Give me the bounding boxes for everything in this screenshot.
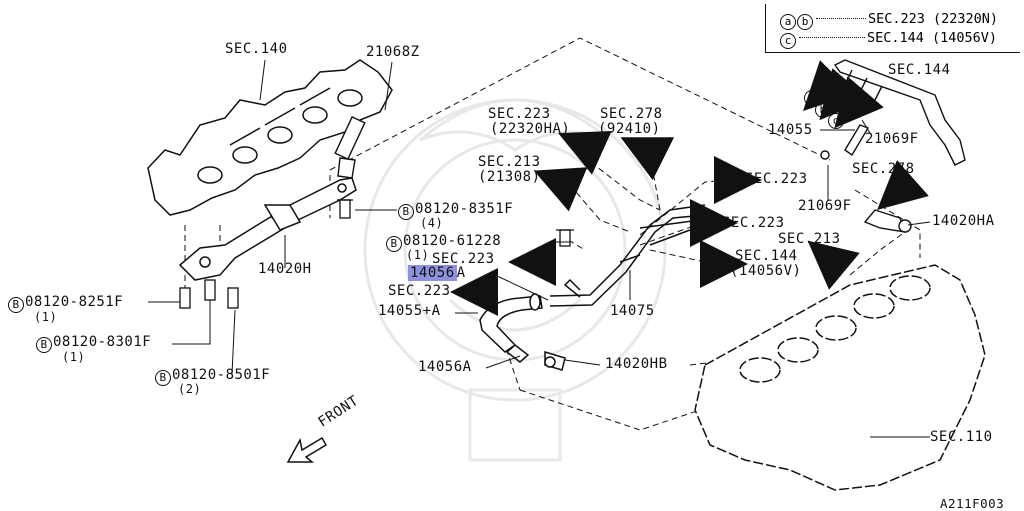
label-sec223-c2: SEC.223 [388,283,451,299]
label-bolt5-qty: (2) [178,382,202,396]
label-14055: 14055 [768,122,813,138]
part-21068z [334,115,366,179]
section-arrows [450,60,929,316]
label-14020hb: 14020HB [605,356,668,372]
label-bolt2-qty: (1) [406,248,430,262]
bolt-mark-icon: B [398,204,414,220]
label-14056v: (14056V) [730,263,802,279]
mark-a: a [780,14,796,30]
hose-14075 [549,204,706,307]
label-sec144-mid: SEC.144 [735,248,798,264]
label-sec278-top: SEC.278 [600,106,663,122]
part-14020ha [863,209,912,233]
label-14056a: 14056A [418,359,472,375]
legend-row-2-text: SEC.144 (14056V) [867,30,998,46]
bolt-mark-icon: B [155,370,171,386]
label-92410: (92410) [598,121,661,137]
label-21308: (21308) [478,169,541,185]
legend-row-2: c SEC.144 (14056V) [780,31,997,49]
cylinder-block [694,264,986,491]
label-14020ha: 14020HA [932,213,995,229]
mark-b: b [797,14,813,30]
label-bolt3-qty: (1) [34,310,58,324]
label-sec213-left: SEC.213 [478,154,541,170]
label-sec110: SEC.110 [930,429,993,445]
label-sec144-right: SEC.144 [888,62,951,78]
front-arrow-icon [286,436,328,463]
label-sec278-right: SEC.278 [852,161,915,177]
label-14075: 14075 [610,303,655,319]
highlight-14056: 14056 [408,265,457,281]
mark-a-near-rail: a [804,88,821,106]
figure-code: A211F003 [940,496,1005,511]
label-sec223-c1: SEC.223 [432,251,495,267]
label-sec140: SEC.140 [225,41,288,57]
legend-row-1-text: SEC.223 (22320N) [868,11,999,27]
label-21068z: 21068Z [366,44,420,60]
label-bolt4-qty: (1) [62,350,86,364]
bolt-mark-icon: B [8,297,24,313]
mark-b-near-rail: b [815,100,832,118]
bolt-mark-icon: B [36,337,52,353]
intake-manifold [147,59,393,216]
bracket-14020h [178,177,357,281]
label-14020h: 14020H [258,261,312,277]
label-22320ha: (22320HA) [490,121,571,137]
label-21069f-top: 21069F [865,131,919,147]
label-sec223-r2: SEC.223 [722,215,785,231]
mark-c-near-rail: c [828,111,845,129]
label-sec223-r1: SEC.223 [745,171,808,187]
label-sec213-right: SEC.213 [778,231,841,247]
label-14055a: 14055+A [378,303,441,319]
label-bolt1-qty: (4) [420,216,444,230]
label-21069f-mid: 21069F [798,198,852,214]
bolt-mark-icon: B [386,236,402,252]
mark-c: c [780,33,796,49]
label-sec223-hose: SEC.223 [488,106,551,122]
